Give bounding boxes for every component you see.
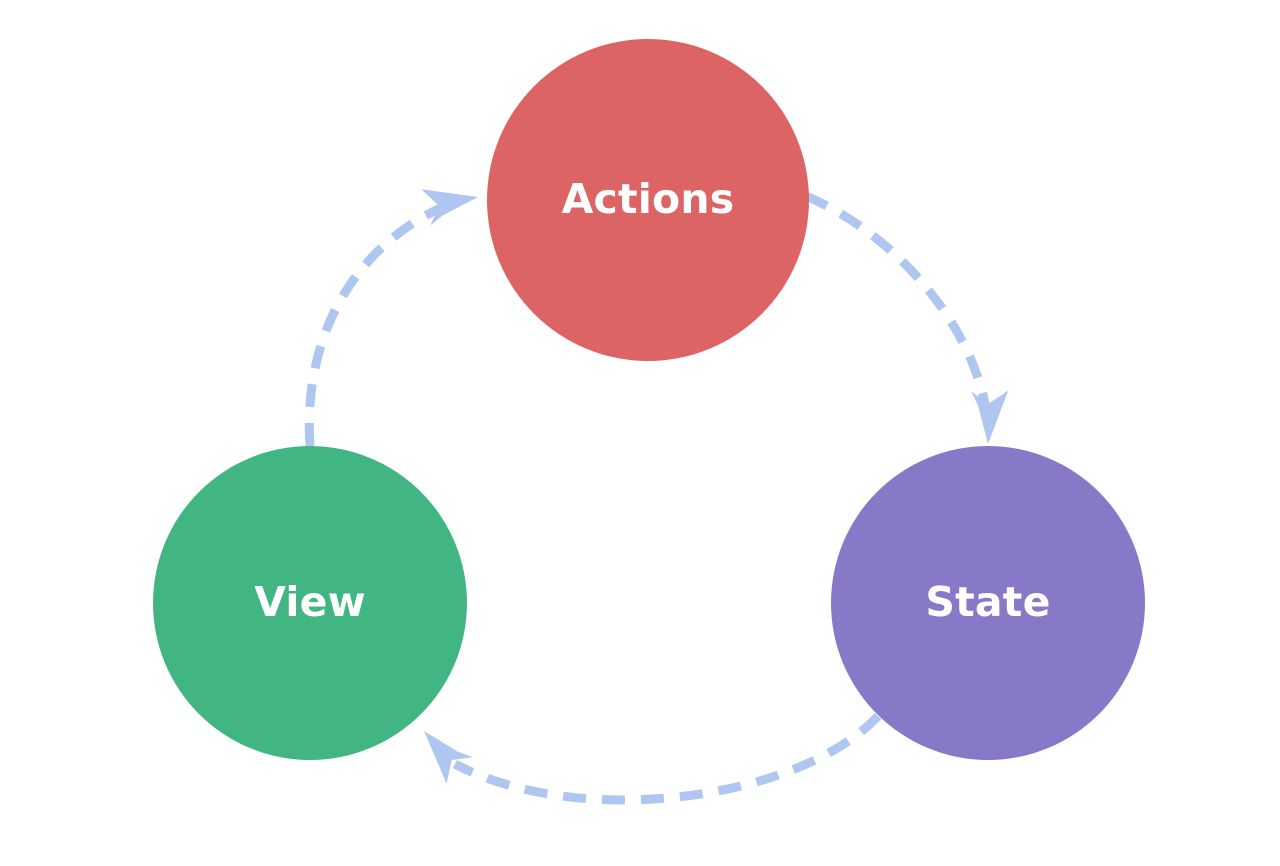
node-view-circle[interactable] <box>153 446 467 760</box>
node-view-label: View <box>254 578 366 626</box>
edge-view-to-actions <box>304 198 454 447</box>
edge-actions-to-state <box>804 191 992 416</box>
node-actions-circle[interactable] <box>487 39 809 361</box>
node-actions[interactable]: Actions <box>487 39 809 361</box>
arrowhead-icon-actions-to-state <box>971 390 1009 444</box>
edge-group <box>304 191 992 805</box>
arrowhead-icon-view-to-actions <box>421 189 478 226</box>
arrowhead-icon-state-to-view <box>424 731 473 784</box>
node-state[interactable]: State <box>831 446 1145 760</box>
node-actions-label: Actions <box>562 175 735 223</box>
arrowhead-group <box>421 189 1009 784</box>
node-state-circle[interactable] <box>831 446 1145 760</box>
node-view[interactable]: View <box>153 446 467 760</box>
edge-state-to-view <box>452 712 882 805</box>
node-state-label: State <box>925 578 1050 626</box>
